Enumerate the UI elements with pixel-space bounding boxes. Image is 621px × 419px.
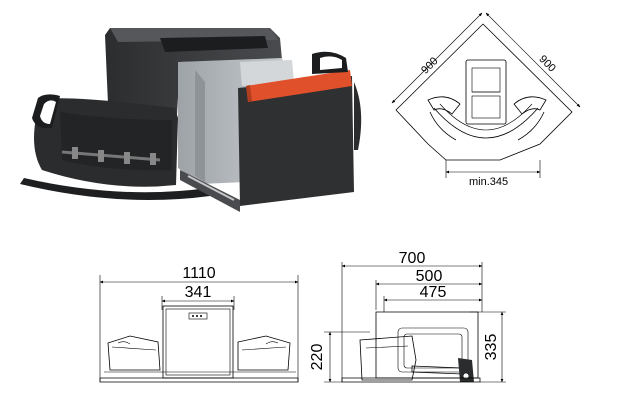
orange-handle — [246, 70, 352, 102]
side-depth-500: 500 — [416, 268, 443, 285]
left-tray — [32, 94, 178, 187]
plan-min-label: min.345 — [469, 176, 508, 188]
front-bin-width: 341 — [185, 284, 212, 301]
side-depth-700: 700 — [399, 250, 426, 267]
product-photo — [20, 28, 362, 212]
plan-side-a-label: 900 — [419, 55, 440, 76]
drawer-front — [238, 76, 354, 206]
front-elevation-view: 1110 341 — [99, 265, 299, 383]
right-tray — [312, 51, 362, 150]
corner-plan-view: min.345 900 900 — [391, 12, 581, 188]
side-elevation-view: 700 500 475 335 220 — [309, 250, 506, 383]
side-height-220: 220 — [309, 344, 326, 371]
side-depth-475: 475 — [420, 284, 447, 301]
lid-handle — [160, 36, 268, 52]
front-overall-width: 1110 — [182, 265, 215, 282]
swing-tray-base — [20, 178, 210, 200]
side-height-335: 335 — [483, 334, 500, 361]
plan-side-b-label: 900 — [536, 53, 557, 74]
